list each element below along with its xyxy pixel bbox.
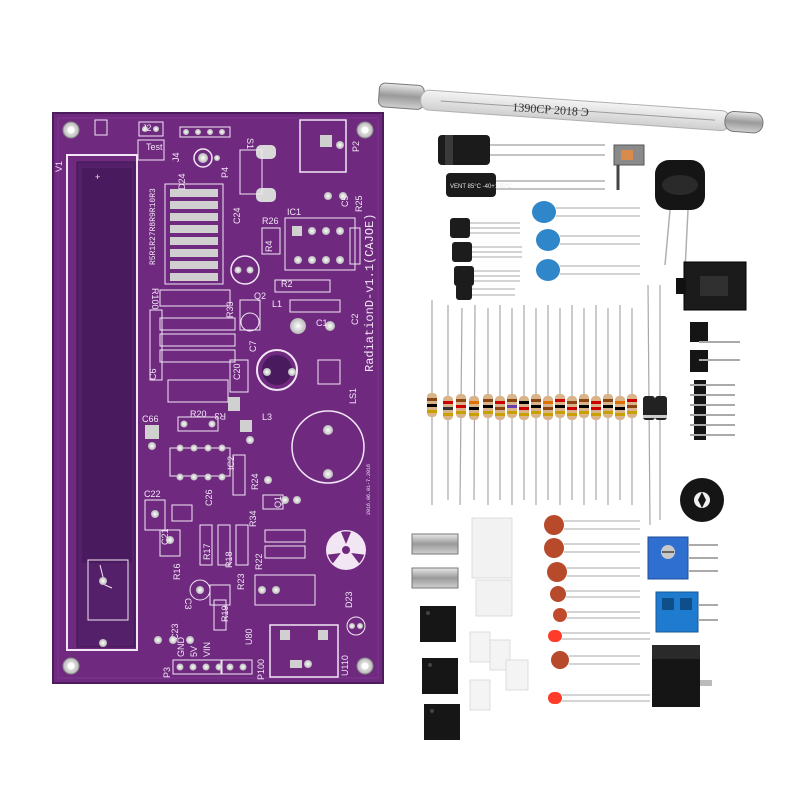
- label-r2: R2: [281, 279, 293, 289]
- pcb-board: +: [52, 112, 384, 684]
- top-connectors: [94, 119, 347, 202]
- tube-clips: [411, 533, 459, 589]
- label-c5: C5: [340, 195, 350, 207]
- label-r33: R33: [225, 301, 235, 318]
- label-c2: C2: [350, 313, 360, 325]
- label-u110: U110: [340, 655, 350, 676]
- label-j4: J4: [171, 152, 181, 162]
- label-r24: R24: [250, 473, 260, 490]
- label-c1: C1: [316, 318, 328, 328]
- label-s1: S1: [245, 138, 255, 149]
- label-l3: L3: [262, 412, 272, 422]
- label-p2: P2: [351, 141, 361, 152]
- buzzer: [680, 478, 724, 522]
- label-c20: C20: [232, 363, 242, 380]
- pin-headers: [690, 322, 740, 440]
- electrolytic-capacitor-large: [438, 135, 605, 165]
- label-r22: R22: [254, 553, 264, 570]
- label-c26: C26: [204, 489, 214, 506]
- label-c7: C7: [248, 340, 258, 352]
- label-r23: R23: [236, 573, 246, 590]
- label-v1: V1: [54, 161, 64, 172]
- label-ls1: LS1: [348, 388, 358, 404]
- label-j2: J2: [142, 123, 152, 133]
- resistors: [427, 284, 667, 526]
- dc-power-jack: [652, 645, 712, 707]
- dip-ics: [420, 606, 460, 740]
- label-d24: D24: [177, 173, 187, 190]
- label-r25: R25: [354, 195, 364, 212]
- audio-jack: [676, 261, 747, 311]
- trimmer-potentiometer: [647, 536, 718, 580]
- mounting-holes: [62, 121, 374, 675]
- label-ic1: IC1: [287, 207, 301, 217]
- label-c22: C22: [144, 489, 161, 499]
- label-q1: Q1: [273, 496, 283, 508]
- label-c6: C6: [148, 368, 158, 380]
- label-r18: R18: [224, 551, 234, 568]
- standoffs: [469, 517, 529, 711]
- label-r4: R4: [264, 240, 274, 252]
- tube-footprint: +: [66, 154, 138, 651]
- label-p3: P3: [162, 667, 172, 678]
- label-5v: 5V: [189, 646, 199, 657]
- lower-components: [144, 410, 366, 678]
- mid-components: [149, 255, 341, 411]
- label-q2: Q2: [254, 291, 266, 301]
- electrolytic-capacitor-small: VENT 85°C -40+105°C: [446, 173, 605, 197]
- label-r17: R17: [202, 543, 212, 560]
- label-l1: L1: [272, 299, 282, 309]
- pcb-title: RadiationD-v1.1(CAJOE): [363, 214, 377, 372]
- label-r3: R3: [214, 411, 226, 421]
- pcb-date-code: 2016.06.01-7.2016: [366, 464, 372, 515]
- label-test: Test: [146, 142, 163, 152]
- label-gnd: GND: [176, 637, 186, 658]
- label-u80: U80: [244, 628, 254, 645]
- label-r34: R34: [248, 510, 258, 527]
- capacitor-label: VENT 85°C -40+105°C: [450, 184, 512, 190]
- label-r26: R26: [262, 216, 279, 226]
- label-ic2: IC2: [226, 456, 236, 470]
- tube-label: 1390СР 2018 Э: [512, 100, 589, 119]
- label-c66: C66: [142, 414, 159, 424]
- geiger-tube: 1390СР 2018 Э: [378, 82, 764, 134]
- slide-switch: [613, 144, 645, 190]
- resistor-array-block: [164, 183, 224, 285]
- ceramic-capacitors-blue: [532, 201, 640, 281]
- label-d23: D23: [344, 591, 354, 608]
- inductor: [655, 160, 705, 271]
- label-r100: R100: [150, 288, 160, 310]
- silkscreen-labels: RadiationD-v1.1(CAJOE) 2016.06.01-7.2016…: [54, 123, 377, 680]
- label-r19: R19: [220, 605, 230, 622]
- label-c3: C3: [183, 598, 193, 610]
- terminal-block: [655, 591, 718, 633]
- label-c24: C24: [232, 207, 242, 224]
- transistors: [450, 218, 522, 300]
- label-resistor-array: R5R1R27R8R9R10R3: [149, 188, 158, 265]
- label-r20: R20: [190, 409, 207, 419]
- ceramic-capacitors-red: [544, 515, 640, 669]
- label-p100: P100: [256, 659, 266, 680]
- radiation-symbol: [326, 530, 366, 570]
- label-c23: C23: [170, 623, 180, 640]
- label-vin: VIN: [202, 642, 212, 657]
- leds-red: [548, 630, 650, 704]
- svg-text:+: +: [95, 172, 100, 182]
- label-r16: R16: [172, 563, 182, 580]
- label-p4: P4: [220, 167, 230, 178]
- ic1-footprint: [261, 217, 361, 271]
- label-c21: C21: [160, 528, 170, 545]
